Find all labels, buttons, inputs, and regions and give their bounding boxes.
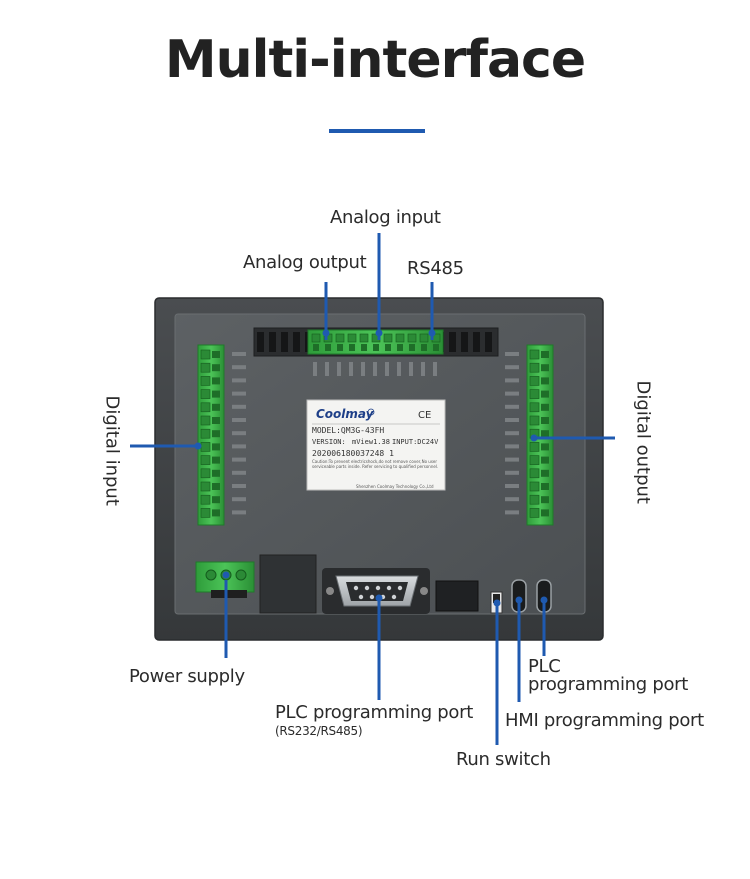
product-sticker: Coolmay CE MODEL:QM3G-43FH VERSION: mVie… xyxy=(306,399,446,491)
label-analog-output: Analog output xyxy=(243,252,367,273)
sticker-brand: Coolmay xyxy=(316,407,375,421)
label-power-supply: Power supply xyxy=(129,666,245,687)
db9-connector xyxy=(322,568,430,614)
label-plc-short-2: programming port xyxy=(528,674,689,695)
label-plc-port-sub: (RS232/RS485) xyxy=(275,724,363,738)
sticker-input: INPUT:DC24V xyxy=(392,438,439,446)
callout-dots xyxy=(194,329,548,607)
label-rs485: RS485 xyxy=(407,258,464,279)
page-title: Multi-interface xyxy=(164,30,586,90)
label-analog-input: Analog input xyxy=(330,207,441,228)
sticker-version-value: mView1.38 xyxy=(352,438,390,446)
label-run-switch: Run switch xyxy=(456,749,551,770)
sticker-maker: Shenzhen Coolmay Technology Co.,Ltd xyxy=(356,484,434,489)
top-terminal-row xyxy=(253,327,499,376)
sticker-version-label: VERSION: xyxy=(312,438,346,446)
label-digital-input: Digital input xyxy=(101,395,123,506)
sticker-serial: 202006180037248 1 xyxy=(312,449,394,458)
sticker-model: MODEL:QM3G-43FH xyxy=(312,426,384,435)
label-digital-output: Digital output xyxy=(632,380,654,504)
sticker-ce: CE xyxy=(418,410,431,421)
title-underline xyxy=(329,129,425,133)
rect-port xyxy=(435,580,479,612)
digital-output-terminal xyxy=(505,344,554,526)
label-hmi-port: HMI programming port xyxy=(505,710,704,731)
sticker-caution: Caution:To prevent electricshock,do not … xyxy=(312,459,439,469)
blank-module xyxy=(259,554,317,614)
label-plc-port-main: PLC programming port xyxy=(275,702,473,723)
label-plc-short-1: PLC xyxy=(528,656,561,677)
digital-input-terminal xyxy=(197,344,246,526)
